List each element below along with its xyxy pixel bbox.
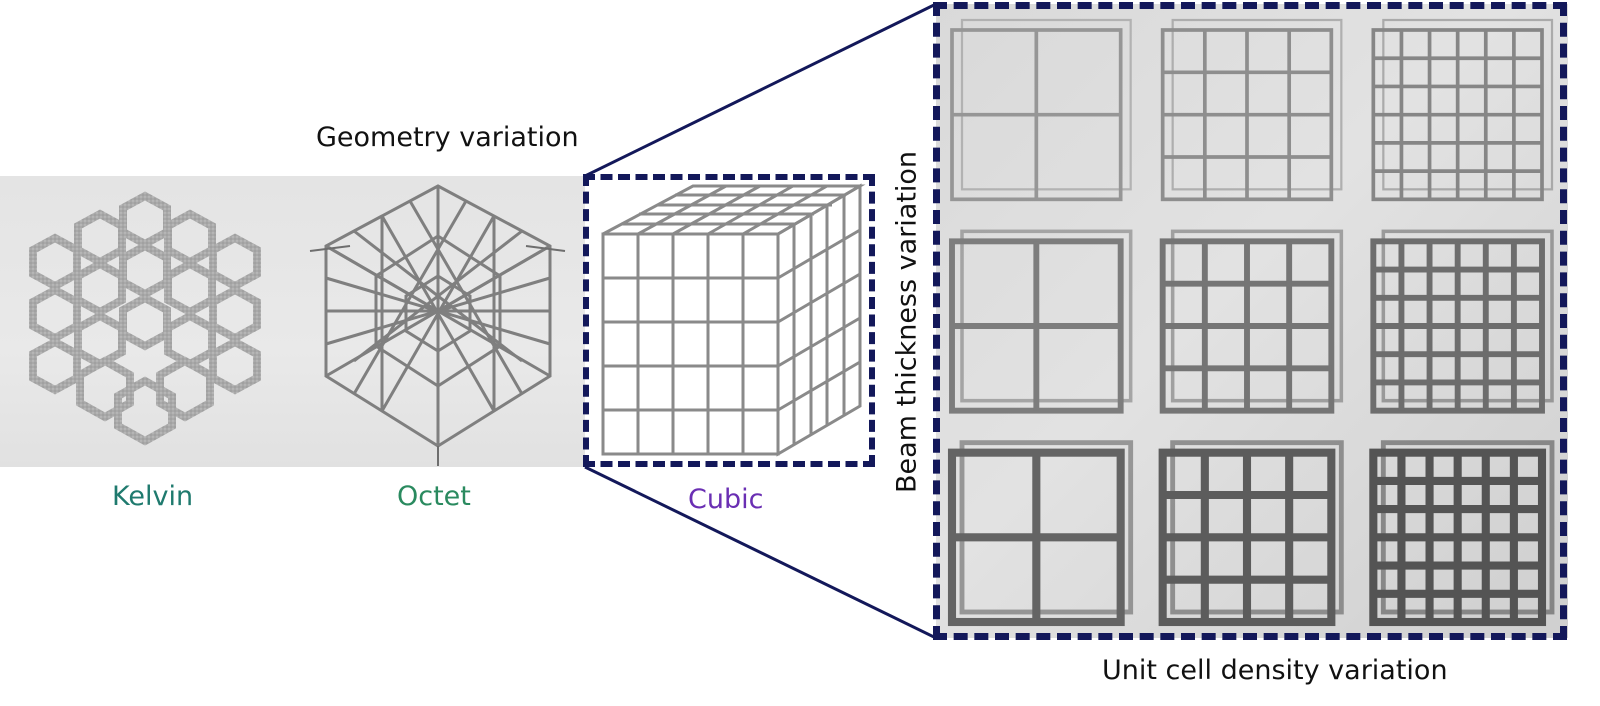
sample-r1-c3 bbox=[1371, 18, 1554, 202]
cubic-samples-grid bbox=[947, 18, 1555, 627]
cubic-highlight-box bbox=[583, 174, 875, 467]
sample-r2-c3 bbox=[1370, 229, 1554, 414]
kelvin-lattice-photo bbox=[0, 176, 290, 467]
beam-thickness-axis-label: Beam thickness variation bbox=[891, 150, 923, 494]
unit-cell-density-axis-label: Unit cell density variation bbox=[1102, 655, 1448, 686]
octet-lattice-icon bbox=[309, 184, 566, 466]
sample-r1-c2 bbox=[1160, 18, 1343, 202]
lattice-label-cubic: Cubic bbox=[688, 484, 764, 515]
kelvin-lattice-icon bbox=[29, 191, 261, 446]
sample-r2-c2 bbox=[1159, 229, 1344, 414]
connector-top bbox=[584, 2, 937, 178]
cubic-lattice-photo bbox=[585, 176, 875, 467]
samples-highlight-box bbox=[933, 2, 1567, 640]
octet-lattice-photo bbox=[290, 176, 585, 467]
sample-r3-c1 bbox=[947, 440, 1134, 627]
lattice-label-kelvin: Kelvin bbox=[112, 481, 194, 512]
connector-bottom bbox=[584, 465, 937, 640]
sample-r3-c3 bbox=[1369, 440, 1555, 627]
cubic-samples-panel bbox=[936, 4, 1568, 638]
geometry-variation-title: Geometry variation bbox=[316, 122, 579, 153]
sample-r1-c1 bbox=[950, 18, 1132, 202]
sample-r2-c1 bbox=[949, 229, 1133, 414]
lattice-label-octet: Octet bbox=[397, 481, 471, 512]
sample-r3-c2 bbox=[1158, 440, 1344, 627]
cubic-lattice-icon bbox=[601, 183, 866, 457]
